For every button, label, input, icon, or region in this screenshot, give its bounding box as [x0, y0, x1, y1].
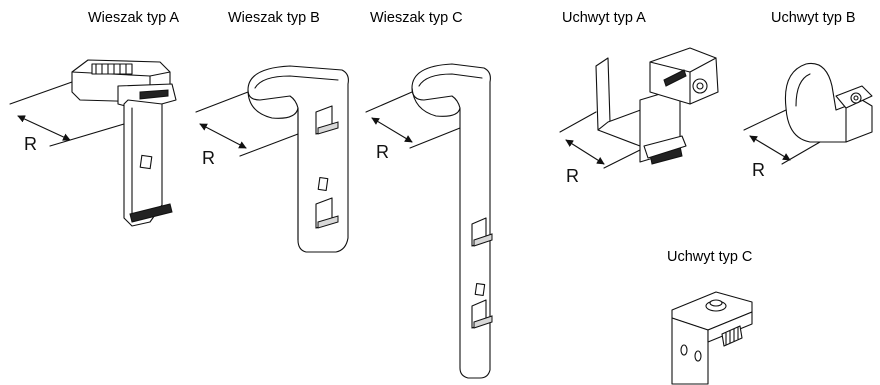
caption-hanger-c: Wieszak typ C	[370, 10, 463, 26]
bracket-a-drawing: R	[559, 47, 719, 186]
bracket-c-drawing	[671, 291, 753, 385]
caption-bracket-a: Uchwyt typ A	[562, 10, 646, 26]
dim-label-hanger-c: R	[376, 142, 389, 162]
dim-label-hanger-b: R	[202, 148, 215, 168]
caption-bracket-b: Uchwyt typ B	[771, 10, 856, 26]
hanger-a-drawing: R	[9, 59, 177, 227]
hanger-b-drawing: R	[195, 65, 349, 253]
bracket-b-drawing: R	[743, 62, 873, 180]
caption-hanger-a: Wieszak typ A	[88, 10, 180, 26]
caption-hanger-b: Wieszak typ B	[228, 10, 320, 26]
dim-label-hanger-a: R	[24, 134, 37, 154]
dim-label-bracket-b: R	[752, 160, 765, 180]
caption-bracket-c: Uchwyt typ C	[667, 249, 753, 265]
dim-label-bracket-a: R	[566, 166, 579, 186]
hanger-c-drawing: R	[365, 63, 493, 379]
